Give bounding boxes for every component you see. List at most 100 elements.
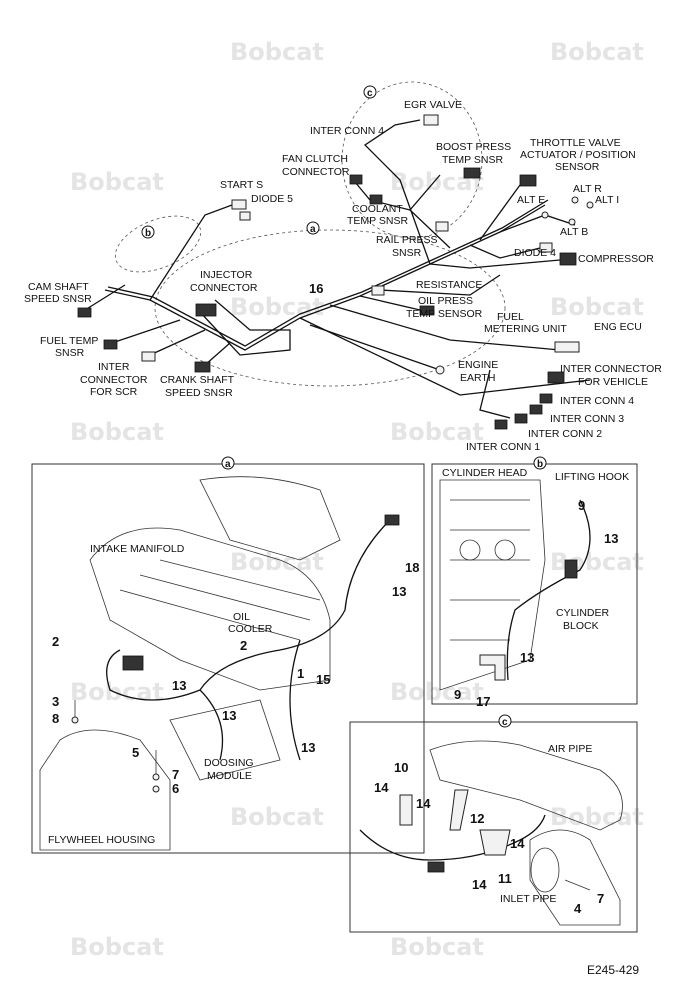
bracket-11 [479,829,511,856]
figure-id: E245-429 [587,963,639,977]
label-camshaft-2: SPEED SNSR [24,293,92,305]
branch-compressor [429,259,561,269]
callout-14: 14 [510,836,525,851]
callout-13: 13 [301,740,315,755]
label-camshaft: CAM SHAFT [28,281,89,293]
label-fuel-temp: FUEL TEMP [40,335,98,347]
callout-17: 17 [476,694,490,709]
label-alt-b: ALT B [560,226,588,238]
resistance-connector [371,285,385,296]
label-inter-vehicle: INTER CONNECTOR [560,363,662,375]
branch-diode4 [469,244,541,259]
label-oil-cooler-2: COOLER [228,623,273,635]
label-throttle-2: ACTUATOR / POSITION [520,149,636,161]
label-injector: INJECTOR [200,269,253,281]
branch-resistance [379,274,501,296]
diode-5-connector [239,211,251,221]
branch-scr [149,329,206,356]
block-port [459,539,481,561]
callout-5: 5 [132,745,139,760]
detail-b-circle [114,215,202,273]
watermark: Bobcat [390,678,484,706]
watermark: Bobcat [70,168,164,196]
watermark: Bobcat [230,803,324,831]
watermark: Bobcat [70,678,164,706]
label-doosing-2: MODULE [207,770,252,782]
label-fan-clutch-2: CONNECTOR [282,166,350,178]
intake-manifold-outline [89,527,331,691]
watermark: Bobcat [550,293,644,321]
ref-a-marker [306,221,320,235]
callout-15: 15 [316,672,330,687]
detail-a-frame [31,463,425,854]
label-inter-scr-2: CONNECTOR [80,374,148,386]
label-fuel-metering-2: METERING UNIT [484,323,567,335]
label-inter-scr: INTER [98,361,130,373]
label-throttle: THROTTLE VALVE [530,137,621,149]
nut-6 [152,785,160,793]
callout-6: 6 [172,781,179,796]
detail-b-ref-marker [533,456,547,470]
label-air-pipe: AIR PIPE [548,743,592,755]
inter-conn-3-connector [529,404,543,415]
alt-i-terminal [586,201,594,209]
label-intake-manifold: INTAKE MANIFOLD [90,543,185,555]
label-fan-clutch: FAN CLUTCH [282,153,348,165]
detail-c-connector [427,861,445,873]
callout-7: 7 [597,891,604,906]
detail-c: c AIR PIPE INLET PIPE 10 14 14 12 14 11 … [349,714,638,933]
label-doosing: DOOSING [204,757,254,769]
branch-camshaft [84,284,126,311]
label-start-s: START S [220,179,263,191]
label-alt-i: ALT I [595,194,619,206]
watermark: Bobcat [390,933,484,961]
label-cylinder-block-2: BLOCK [563,620,599,632]
ref-c-marker [363,85,377,99]
callout-9: 9 [578,498,585,513]
branch-start-diode [149,204,233,301]
detail-a-clamp [384,514,400,526]
upper-manifold [199,476,341,561]
bracket-10 [399,794,413,826]
callout-7: 7 [172,767,179,782]
label-inter-conn-4-top: INTER CONN 4 [310,125,384,137]
inlet-pipe-outline [529,829,621,926]
callout-14: 14 [472,877,487,892]
detail-a-harness-branch [289,639,301,761]
label-lifting-hook: LIFTING HOOK [555,471,629,483]
detail-a-harness [106,519,391,701]
label-coolant: COOLANT [352,203,403,215]
detail-b: b CYLINDER HEAD LIFTING HOOK CYLINDER BL… [431,456,638,709]
callout-13: 13 [520,650,534,665]
washer-8 [71,716,79,724]
callout-13: 13 [604,531,618,546]
detail-a-ref-marker [221,456,235,470]
detail-a: a INTAKE MANIFOLD OIL COOLER DOOSING MOD… [31,456,425,854]
label-inter-conn-3: INTER CONN 3 [550,413,624,425]
label-coolant-2: TEMP SNSR [347,215,408,227]
engine-block-ribs [450,499,530,641]
branch-ecu [329,304,561,351]
coolant-temp-connector [369,194,383,205]
washer-7 [152,773,160,781]
camshaft-sensor-connector [77,307,92,318]
watermark: Bobcat [550,38,644,66]
label-diode-4: DIODE 4 [514,247,556,259]
branch-throttle [479,184,521,241]
detail-b-harness [506,499,591,681]
callout-18: 18 [405,560,419,575]
detail-a-circle [154,229,506,387]
inter-connector-vehicle [547,371,565,384]
inter-conn-4-connector [539,393,553,404]
label-compressor: COMPRESSOR [578,253,654,265]
branch-lower [299,317,591,396]
label-boost-press: BOOST PRESS [436,141,511,153]
fuel-temp-connector [103,339,118,350]
callout-12: 12 [470,811,484,826]
label-injector-2: CONNECTOR [190,282,258,294]
branch-earth [309,324,441,371]
bolt-4 [564,879,591,891]
crank-sensor-connector [194,361,211,373]
label-oil-cooler: OIL [233,611,250,623]
